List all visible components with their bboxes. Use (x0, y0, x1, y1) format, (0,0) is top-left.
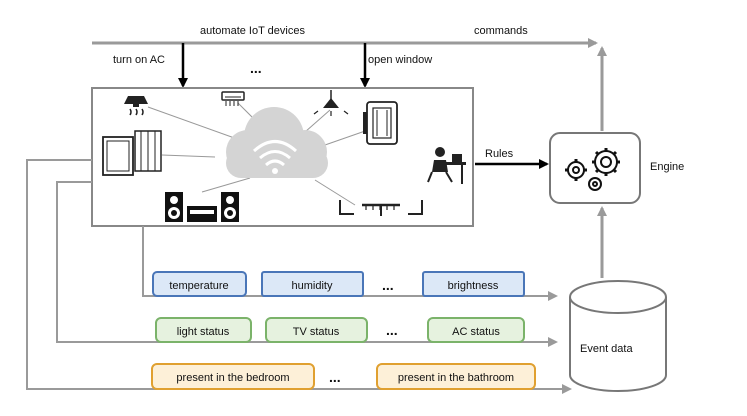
status-ac: AC status (452, 326, 500, 338)
presence-row: present in the bedroom present in the ba… (151, 363, 536, 390)
cloud-icon (226, 107, 328, 178)
sensor-ellipsis: ... (382, 277, 394, 293)
tv-icon (102, 130, 162, 176)
automate-label: automate IoT devices (200, 25, 305, 37)
sensor-humidity: humidity (292, 280, 333, 292)
event-data-label: Event data (580, 343, 633, 355)
rules-label: Rules (485, 148, 514, 160)
furniture-icon (339, 200, 423, 216)
air-conditioner-icon (221, 91, 245, 106)
status-light: light status (177, 326, 230, 338)
sensor-brightness: brightness (448, 280, 499, 292)
status-tv: TV status (293, 326, 340, 338)
sensor-temperature: temperature (169, 280, 228, 292)
heater-icon (124, 96, 148, 116)
ceiling-lamp-icon (313, 90, 349, 116)
presence-bathroom: present in the bathroom (398, 372, 514, 384)
commands-label: commands (474, 25, 528, 37)
speaker-system-icon (165, 192, 239, 222)
event-data-cylinder (569, 280, 667, 392)
window-icon (363, 101, 398, 145)
top-ellipsis: ... (250, 60, 262, 76)
status-row: light status TV status AC status ... (155, 317, 525, 343)
person-at-desk-icon (427, 147, 466, 184)
presence-ellipsis: ... (329, 369, 341, 385)
turn-on-ac-label: turn on AC (113, 54, 165, 66)
sensor-row: temperature humidity brightness ... (152, 271, 525, 297)
presence-bedroom: present in the bedroom (176, 372, 289, 384)
open-window-label: open window (368, 54, 432, 66)
engine-box (549, 132, 641, 204)
status-ellipsis: ... (386, 322, 398, 338)
gears-icon (565, 148, 620, 191)
engine-label: Engine (650, 161, 684, 173)
